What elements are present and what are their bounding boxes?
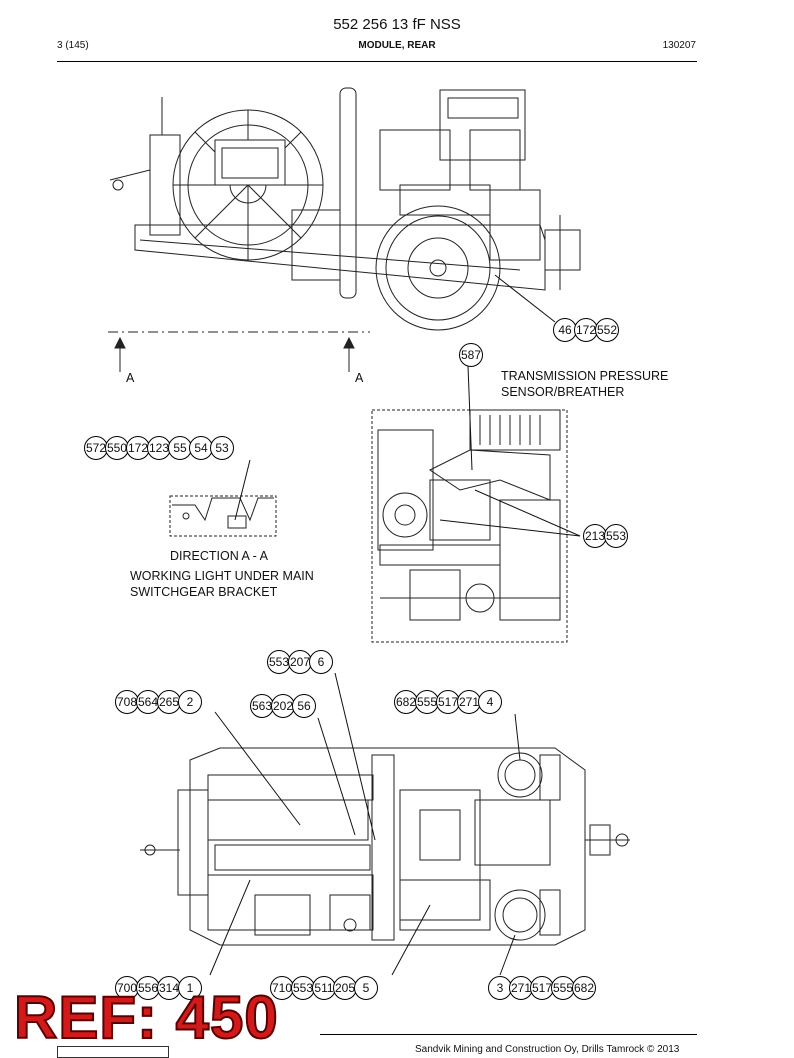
- callout-bubble: 271: [509, 976, 533, 1000]
- callout-bubble: 4: [478, 690, 502, 714]
- callout-bubble: 56: [292, 694, 316, 718]
- callout-bubble: 710: [270, 976, 294, 1000]
- ref-stamp: REF: 450: [13, 984, 279, 1052]
- callout-bubble: 46: [553, 318, 577, 342]
- top-view-drawing: [140, 747, 630, 946]
- callout-bubble: 271: [457, 690, 481, 714]
- page-number: 3 (145): [57, 40, 89, 51]
- callout-bubble: 213: [583, 524, 607, 548]
- label-direction: DIRECTION A - A: [170, 549, 268, 563]
- callout-bubble: 553: [604, 524, 628, 548]
- section-title: MODULE, REAR: [358, 40, 436, 51]
- callout-bubble: 682: [394, 690, 418, 714]
- callout-bubble: 511: [312, 976, 336, 1000]
- header-rule: [57, 61, 697, 62]
- footer-copyright: Sandvik Mining and Construction Oy, Dril…: [415, 1044, 680, 1055]
- label-transmission-line1: TRANSMISSION PRESSURE: [501, 369, 669, 383]
- label-transmission-line2: SENSOR/BREATHER: [501, 385, 625, 399]
- section-mark-right: A: [355, 371, 364, 385]
- callout-bubble: 517: [530, 976, 554, 1000]
- callout-bubble: 55: [168, 436, 192, 460]
- callout-bubble: 172: [574, 318, 598, 342]
- direction-detail-drawing: [169, 495, 277, 537]
- callout-bubble: 172: [126, 436, 150, 460]
- callout-3: 3 271 517 555 682: [488, 976, 596, 1000]
- callout-710: 710 553 511 205 5: [270, 976, 378, 1000]
- callout-572: 572 550 172 123 55 54 53: [84, 436, 234, 460]
- label-working-line1: WORKING LIGHT UNDER MAIN: [130, 569, 314, 583]
- callout-bubble: 555: [551, 976, 575, 1000]
- callout-213: 213 553: [583, 524, 628, 548]
- callout-bubble: 587: [459, 343, 483, 367]
- callout-682: 682 555 517 271 4: [394, 690, 502, 714]
- section-mark-left: A: [126, 371, 135, 385]
- callout-bubble: 207: [288, 650, 312, 674]
- callout-bubble: 552: [595, 318, 619, 342]
- callout-bubble: 682: [572, 976, 596, 1000]
- callout-bubble: 555: [415, 690, 439, 714]
- callout-587: 587: [459, 343, 483, 367]
- leader-lines: [209, 274, 581, 976]
- callout-46: 46 172 552: [553, 318, 619, 342]
- document-title: 552 256 13 fF NSS: [333, 16, 461, 33]
- callout-708: 708 564 265 2: [115, 690, 202, 714]
- callout-bubble: 550: [105, 436, 129, 460]
- callout-553: 553 207 6: [267, 650, 333, 674]
- callout-bubble: 205: [333, 976, 357, 1000]
- label-working-line2: SWITCHGEAR BRACKET: [130, 585, 278, 599]
- callout-bubble: 123: [147, 436, 171, 460]
- callout-bubble: 556: [136, 976, 160, 1000]
- callout-bubble: 572: [84, 436, 108, 460]
- callout-bubble: 563: [250, 694, 274, 718]
- callout-bubble: 564: [136, 690, 160, 714]
- transmission-detail-drawing: [371, 409, 568, 643]
- callout-bubble: 6: [309, 650, 333, 674]
- document-date: 130207: [662, 40, 696, 51]
- callout-bubble: 2: [178, 690, 202, 714]
- callout-563: 563 202 56: [250, 694, 316, 718]
- footer-rule: [320, 1034, 697, 1035]
- callout-bubble: 53: [210, 436, 234, 460]
- callout-bubble: 553: [267, 650, 291, 674]
- callout-bubble: 708: [115, 690, 139, 714]
- callout-700: 700 556 314 1: [115, 976, 202, 1000]
- callout-bubble: 265: [157, 690, 181, 714]
- callout-bubble: 553: [291, 976, 315, 1000]
- callout-bubble: 5: [354, 976, 378, 1000]
- side-view-drawing: [109, 87, 581, 331]
- callout-bubble: 1: [178, 976, 202, 1000]
